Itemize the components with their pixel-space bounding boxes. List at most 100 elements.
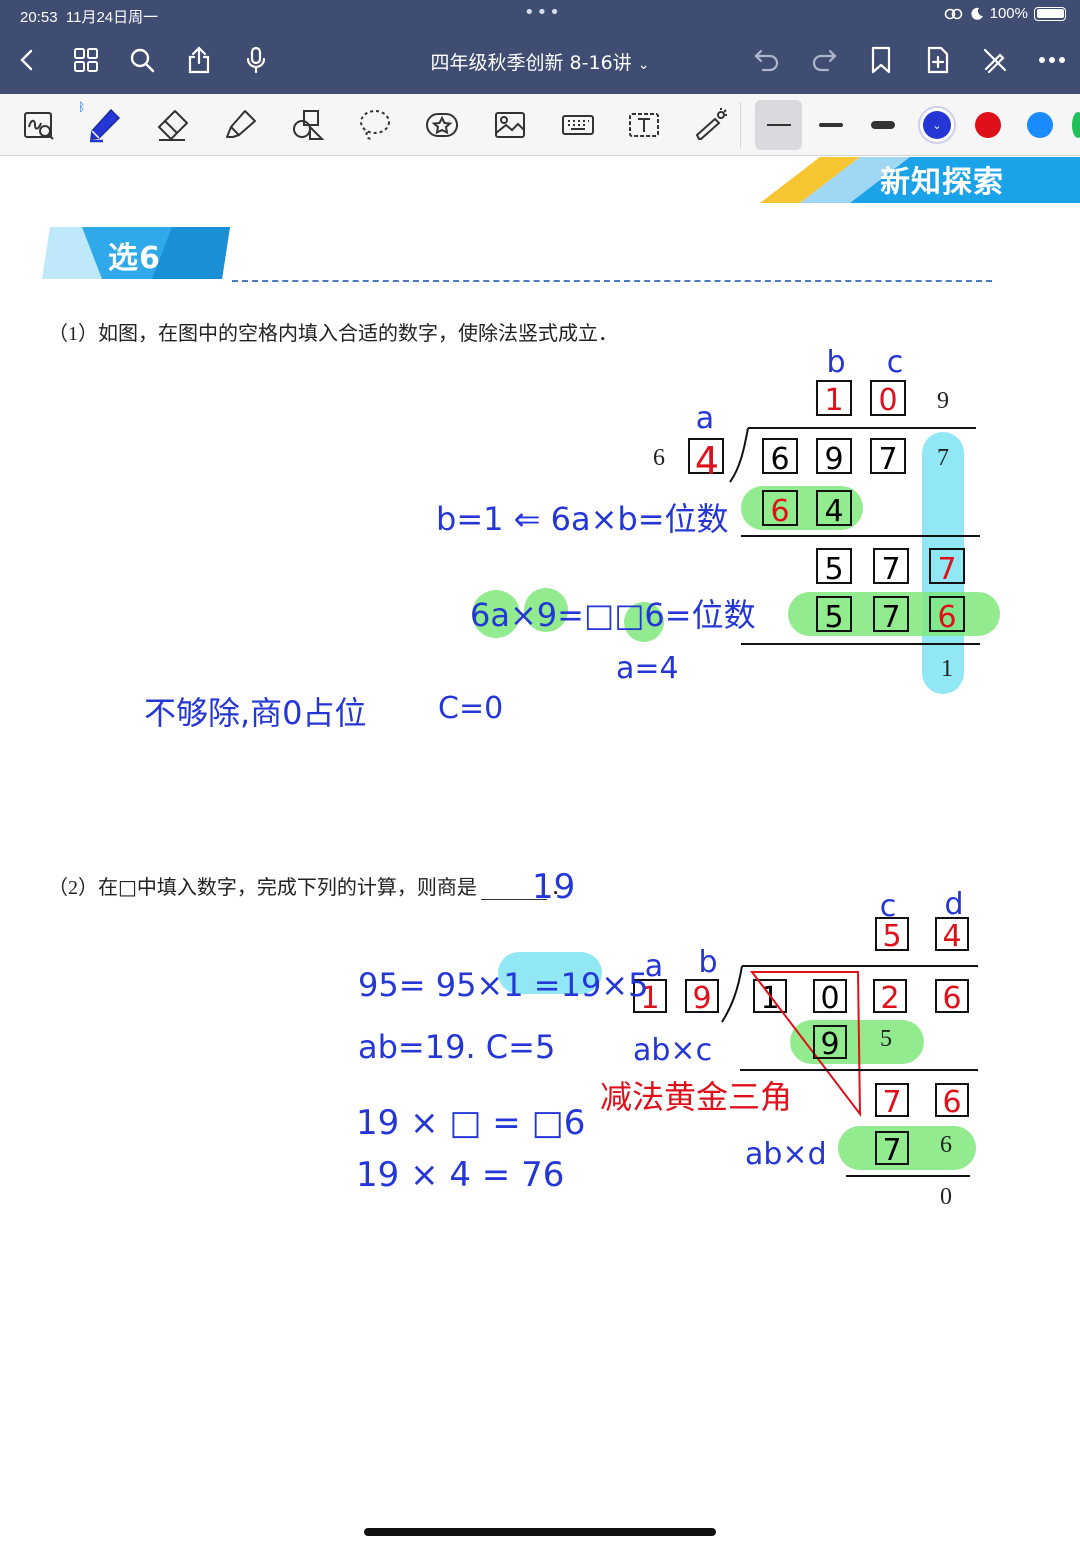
elements-sticker-icon[interactable] [419, 102, 465, 148]
question-1-prompt: （1）如图，在图中的空格内填入合适的数字，使除法竖式成立． [48, 317, 618, 346]
text-box-icon[interactable] [621, 102, 667, 148]
highlight-row1 [741, 486, 863, 530]
multitask-dots-icon[interactable]: ••• [524, 2, 562, 23]
q2-note-ab-d: ab×d [745, 1137, 827, 1172]
q1-note-c: C=0 [438, 691, 503, 726]
highlight-19x5 [498, 952, 602, 994]
answer-blank[interactable] [480, 878, 547, 900]
color-swatch-green[interactable] [1072, 112, 1080, 138]
q1-row1-digit-2: 4 [824, 494, 843, 529]
q2-quotient-box-1[interactable] [875, 917, 909, 951]
question-1-number: （1） [48, 323, 98, 345]
q1-row2-box-3[interactable] [929, 548, 965, 584]
q2-dividend-box-2[interactable] [813, 979, 847, 1013]
q1-dividend-box-1[interactable] [762, 438, 798, 474]
search-icon[interactable] [122, 40, 162, 80]
q2-divisor-box-2[interactable] [685, 979, 719, 1013]
zoom-writing-icon[interactable] [16, 102, 62, 148]
question-1-text: 如图，在图中的空格内填入合适的数字，使除法竖式成立． [98, 321, 618, 345]
home-indicator[interactable] [364, 1528, 716, 1536]
stroke-thin-option[interactable] [755, 100, 802, 150]
color-swatch-light-blue[interactable] [1027, 112, 1053, 138]
drawing-toolbar: ᛒ ⌄ [0, 94, 1080, 156]
highlight-6 [624, 602, 664, 642]
q2-note-product-result: 19 × 4 = 76 [356, 1155, 564, 1195]
document-title[interactable]: 四年级秋季创新 8-16讲 ⌄ [380, 48, 700, 75]
q2-answer: 19 [532, 867, 575, 907]
q2-quotient-box-2[interactable] [935, 917, 969, 951]
q2-row3-last: 6 [940, 1132, 952, 1158]
q2-divisor-box-1[interactable] [633, 979, 667, 1013]
q1-quotient-box-1[interactable] [816, 380, 852, 416]
q2-row1-last: 5 [880, 1026, 892, 1052]
q1-row3-box-3[interactable] [929, 596, 965, 632]
q1-row1-box-1[interactable] [762, 490, 798, 526]
label-c: c [887, 345, 904, 380]
question-2-prompt: （2）在□中填入数字，完成下列的计算，则商是． [48, 871, 571, 900]
q1-remainder: 1 [941, 656, 953, 682]
q2-row3-box[interactable] [875, 1131, 909, 1165]
q1-row2-digit-3: 7 [937, 552, 956, 587]
q2-dividend-box-4[interactable] [935, 979, 969, 1013]
q2-row2-box-1[interactable] [875, 1083, 909, 1117]
stroke-medium-option[interactable] [808, 102, 854, 148]
question-2-text: 在□中填入数字，完成下列的计算，则商是 [98, 875, 477, 899]
q2-note-ab-c-values: ab=19. C=5 [358, 1028, 555, 1066]
q1-divisor-box[interactable] [688, 438, 724, 474]
notebook-page[interactable]: 新知探索 选6 （1）如图，在图中的空格内填入合适的数字，使除法竖式成立． （2… [0, 157, 1080, 1546]
q2-note-ab-c: ab×c [633, 1033, 712, 1068]
q2-row2-box-2[interactable] [935, 1083, 969, 1117]
highlight-q2-row1 [790, 1020, 924, 1064]
label-q2-c: c [880, 889, 897, 924]
status-indicators: 100% [944, 5, 1066, 22]
microphone-icon[interactable] [236, 40, 276, 80]
battery-icon [1034, 6, 1066, 21]
pen-tool-icon[interactable] [82, 102, 128, 148]
q1-dividend-box-2[interactable] [816, 438, 852, 474]
q1-row2-box-1[interactable] [816, 548, 852, 584]
keyboard-icon[interactable] [555, 102, 601, 148]
more-options-icon[interactable] [1032, 40, 1072, 80]
undo-icon[interactable] [747, 40, 787, 80]
focus-link-icon [944, 8, 962, 19]
highlighter-tool-icon[interactable] [218, 102, 264, 148]
laser-pointer-icon[interactable] [688, 102, 734, 148]
share-icon[interactable] [179, 40, 219, 80]
q2-note-product-form: 19 × □ = □6 [356, 1103, 585, 1143]
bookmark-icon[interactable] [861, 40, 901, 80]
q1-row2-box-2[interactable] [873, 548, 909, 584]
moon-icon [971, 7, 983, 20]
grid-view-icon[interactable] [66, 40, 106, 80]
q1-row1-box-2[interactable] [816, 490, 852, 526]
q1-quotient-box-2[interactable] [870, 380, 906, 416]
disable-pen-icon[interactable] [975, 40, 1015, 80]
highlight-9 [524, 588, 568, 632]
stroke-thick-option[interactable] [860, 102, 906, 148]
q1-dividend-box-3[interactable] [870, 438, 906, 474]
section-banner [760, 157, 1080, 203]
back-icon[interactable] [8, 40, 48, 80]
highlight-row3 [788, 592, 1000, 636]
label-b: b [826, 345, 845, 380]
shapes-tool-icon[interactable] [285, 102, 331, 148]
label-q2-a: a [645, 949, 663, 984]
color-swatch-red[interactable] [975, 112, 1001, 138]
label-q2-b: b [698, 945, 717, 980]
q2-row1-box[interactable] [813, 1025, 847, 1059]
q2-dividend-box-3[interactable] [873, 979, 907, 1013]
q1-quotient-digit-2: 0 [878, 383, 897, 418]
eraser-tool-icon[interactable] [150, 102, 196, 148]
q1-row3-box-1[interactable] [816, 596, 852, 632]
label-a: a [696, 401, 714, 436]
redo-icon[interactable] [804, 40, 844, 80]
add-page-icon[interactable] [918, 40, 958, 80]
q1-row2-digit-1: 5 [824, 552, 843, 587]
q2-dividend-box-1[interactable] [753, 979, 787, 1013]
color-swatch-blue-selected[interactable]: ⌄ [918, 106, 956, 144]
image-insert-icon[interactable] [487, 102, 533, 148]
q1-note-b: b=1 ⇐ 6a×b=位数 [436, 500, 729, 538]
q1-row3-box-2[interactable] [873, 596, 909, 632]
q2-note-golden-triangle: 减法黄金三角 [600, 1078, 792, 1116]
q1-quotient-digit-1: 1 [824, 383, 843, 418]
lasso-tool-icon[interactable] [352, 102, 398, 148]
